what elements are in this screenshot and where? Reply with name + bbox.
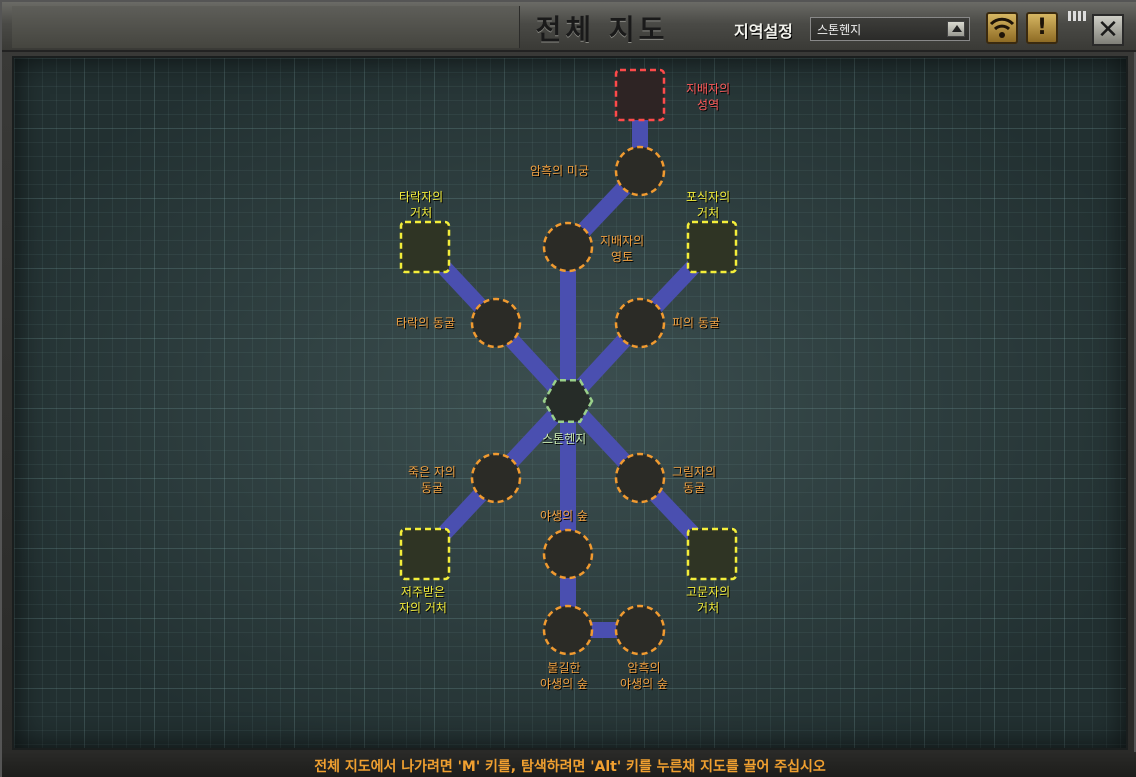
map-label-stonehenge[interactable]: 스톤헨지 <box>542 431 586 447</box>
map-label-wild_forest[interactable]: 야생의 숲 <box>540 508 588 524</box>
map-node-ominous_forest[interactable] <box>542 604 594 656</box>
footer-hint: 전체 지도에서 나가려면 'M' 키를, 탐색하려면 'Alt' 키를 누른채 … <box>2 752 1136 777</box>
map-label-line2: 야생의 숲 <box>620 677 668 691</box>
map-node-cursed_lair[interactable] <box>399 527 451 581</box>
map-label-line2: 야생의 숲 <box>540 677 588 691</box>
region-select[interactable]: 스톤헨지 <box>810 17 970 41</box>
window-title: 전체 지도 <box>535 13 669 46</box>
map-label-line1: 죽은 자의 <box>408 465 456 479</box>
map-label-line1: 고문자의 <box>686 585 731 599</box>
map-node-fallen_cave[interactable] <box>470 297 522 349</box>
map-node-dark_wild_forest[interactable] <box>614 604 666 656</box>
map-label-line1: 타락의 동굴 <box>396 316 456 330</box>
map-node-torturer_lair[interactable] <box>686 527 738 581</box>
map-label-line1: 그림자의 <box>672 465 717 479</box>
map-label-line2: 거처 <box>410 206 433 220</box>
map-label-line1: 포식자의 <box>686 190 731 204</box>
map-node-ruler_domain[interactable] <box>542 221 594 273</box>
map-node-blood_cave[interactable] <box>614 297 666 349</box>
map-label-line2: 자의 거처 <box>399 601 447 615</box>
map-label-blood_cave[interactable]: 피의 동굴 <box>672 315 720 331</box>
map-label-dark_maze[interactable]: 암흑의 미궁 <box>530 163 589 179</box>
region-select-value: 스톤헨지 <box>817 23 862 37</box>
map-label-line1: 불길한 <box>547 661 581 675</box>
map-label-line2: 동굴 <box>420 481 444 495</box>
alert-button[interactable]: ! <box>1026 12 1058 44</box>
title-bar[interactable]: 전체 지도 지역설정 스톤헨지 ! ✕ <box>2 2 1136 52</box>
map-label-line2: 영토 <box>611 250 634 264</box>
map-label-line1: 암흑의 미궁 <box>530 164 590 178</box>
map-label-fallen_cave[interactable]: 타락의 동굴 <box>396 315 455 331</box>
map-label-line1: 저주받은 <box>400 585 446 599</box>
signal-button[interactable] <box>986 12 1018 44</box>
map-label-line1: 지배자의 <box>600 234 645 248</box>
map-label-line1: 타락자의 <box>399 190 444 204</box>
map-label-line2: 거처 <box>697 601 720 615</box>
map-label-line2: 거처 <box>697 206 720 220</box>
map-node-predator_lair[interactable] <box>686 220 738 274</box>
map-label-line1: 야생의 숲 <box>540 509 588 523</box>
title-bar-panel <box>12 6 520 48</box>
wifi-signal-icon <box>989 17 1015 38</box>
map-node-dark_maze[interactable] <box>614 145 666 197</box>
chevron-up-icon[interactable] <box>947 21 965 37</box>
map-label-line2: 성역 <box>697 98 720 112</box>
map-node-wild_forest[interactable] <box>542 528 594 580</box>
map-node-stonehenge[interactable] <box>542 378 594 424</box>
map-label-line2: 동굴 <box>683 481 706 495</box>
map-label-line1: 피의 동굴 <box>672 316 720 330</box>
window-grip-icon[interactable] <box>1068 6 1090 21</box>
map-label-line1: 지배자의 <box>686 82 731 96</box>
map-node-sanctum[interactable] <box>614 68 666 122</box>
region-setting-label: 지역설정 <box>734 22 793 41</box>
close-button[interactable]: ✕ <box>1092 14 1124 46</box>
map-node-shadow_cave[interactable] <box>614 452 666 504</box>
map-label-line1: 스톤헨지 <box>542 432 587 446</box>
map-label-line1: 암흑의 <box>627 661 661 675</box>
map-node-fallen_lair[interactable] <box>399 220 451 274</box>
map-node-dead_cave[interactable] <box>470 452 522 504</box>
